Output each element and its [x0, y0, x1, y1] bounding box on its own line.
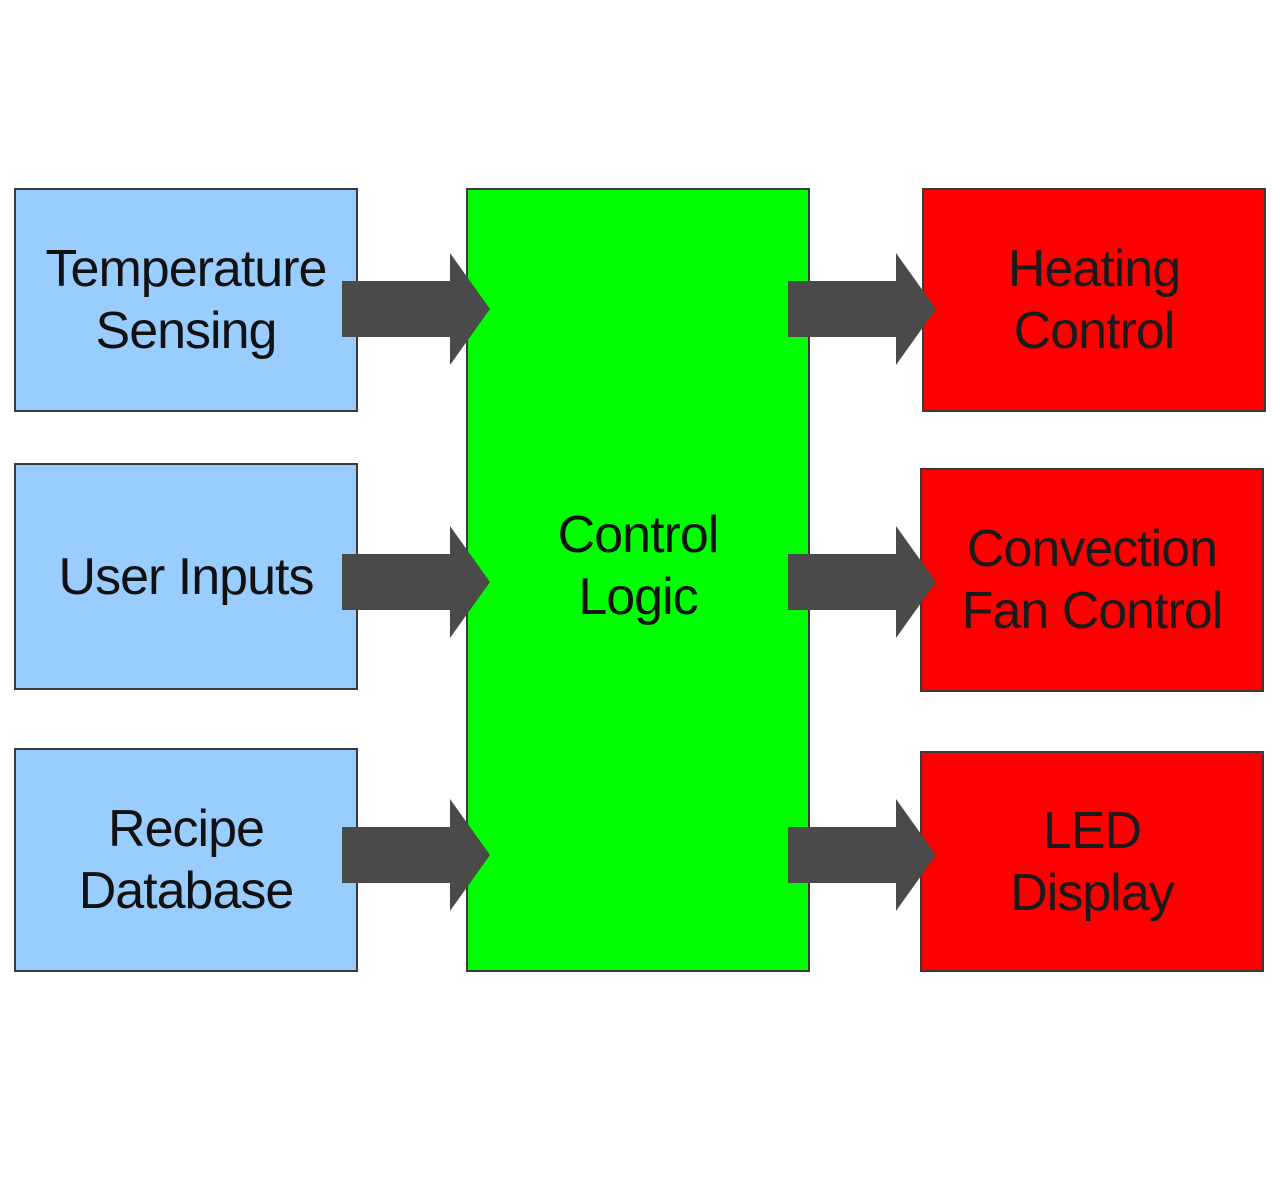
control-logic-label: Control Logic [557, 506, 720, 626]
arrow-temperature-to-control [342, 253, 492, 365]
arrow-user-inputs-to-control [342, 526, 492, 638]
arrow-control-to-led [788, 799, 938, 911]
led-display-label: LED Display [1010, 801, 1174, 922]
arrow-recipe-to-control [342, 799, 492, 911]
recipe-database-label: Recipe Database [78, 800, 295, 920]
temperature-sensing-label: Temperature Sensing [45, 240, 328, 360]
control-logic-box: Control Logic [466, 188, 810, 972]
arrow-control-to-heating [788, 253, 938, 365]
convection-fan-control-box: Convection Fan Control [920, 468, 1264, 692]
convection-fan-control-label: Convection Fan Control [961, 520, 1224, 640]
arrow-control-to-fan [788, 526, 938, 638]
led-display-box: LED Display [920, 751, 1264, 972]
user-inputs-label: User Inputs [58, 547, 315, 606]
heating-control-box: Heating Control [922, 188, 1266, 412]
recipe-database-box: Recipe Database [14, 748, 358, 972]
temperature-sensing-box: Temperature Sensing [14, 188, 358, 412]
user-inputs-box: User Inputs [14, 463, 358, 690]
heating-control-label: Heating Control [1007, 240, 1181, 360]
